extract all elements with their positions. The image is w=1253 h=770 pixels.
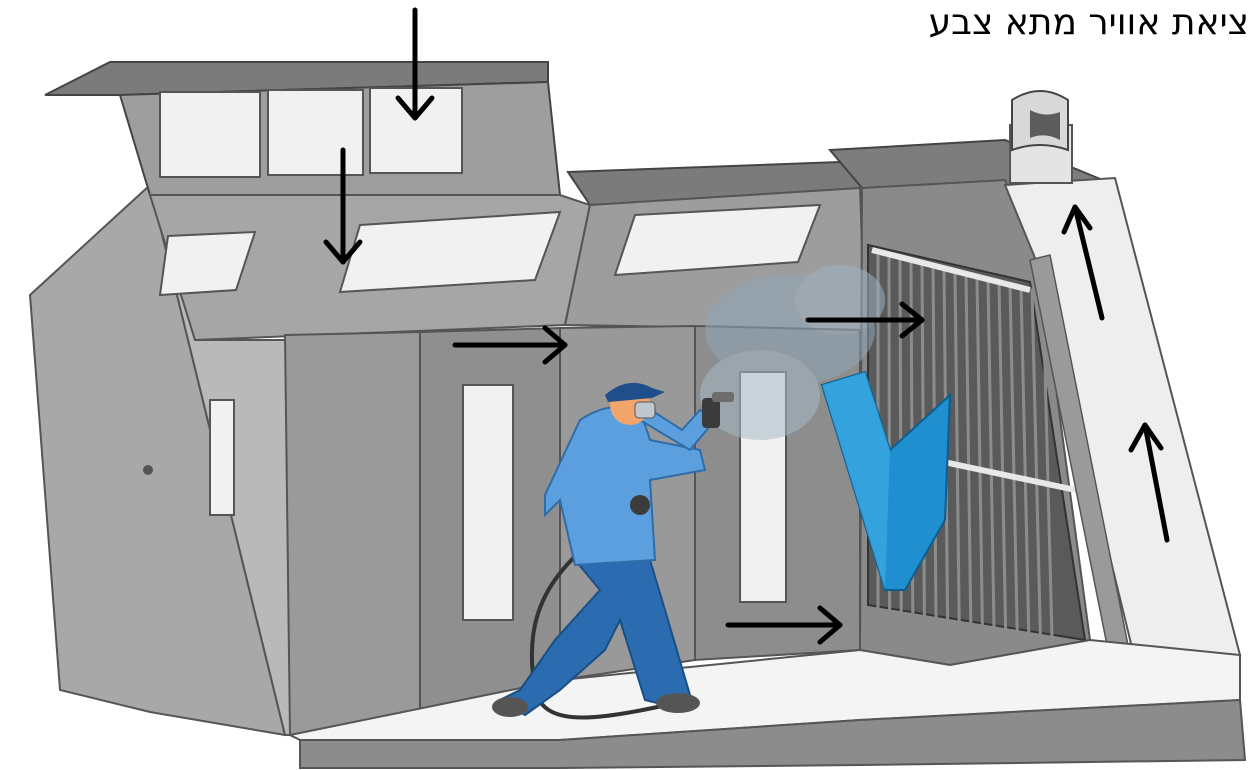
left-side-window: [210, 400, 234, 515]
back-wall-panel-1: [285, 332, 420, 735]
ceiling-window-mid: [340, 212, 560, 292]
painter-glove-left: [630, 495, 650, 515]
door-handle: [143, 465, 153, 475]
back-wall-window-1: [463, 385, 513, 620]
exhaust-stack-icon: [1010, 91, 1072, 183]
diagram-caption: ציאת אוויר מתא צבע: [929, 2, 1249, 43]
roof-window-1: [160, 92, 260, 177]
painter-foot-left: [492, 697, 528, 717]
roof-window-2: [268, 90, 363, 175]
painter-foot-right: [656, 693, 700, 713]
painter-mask: [635, 402, 655, 418]
